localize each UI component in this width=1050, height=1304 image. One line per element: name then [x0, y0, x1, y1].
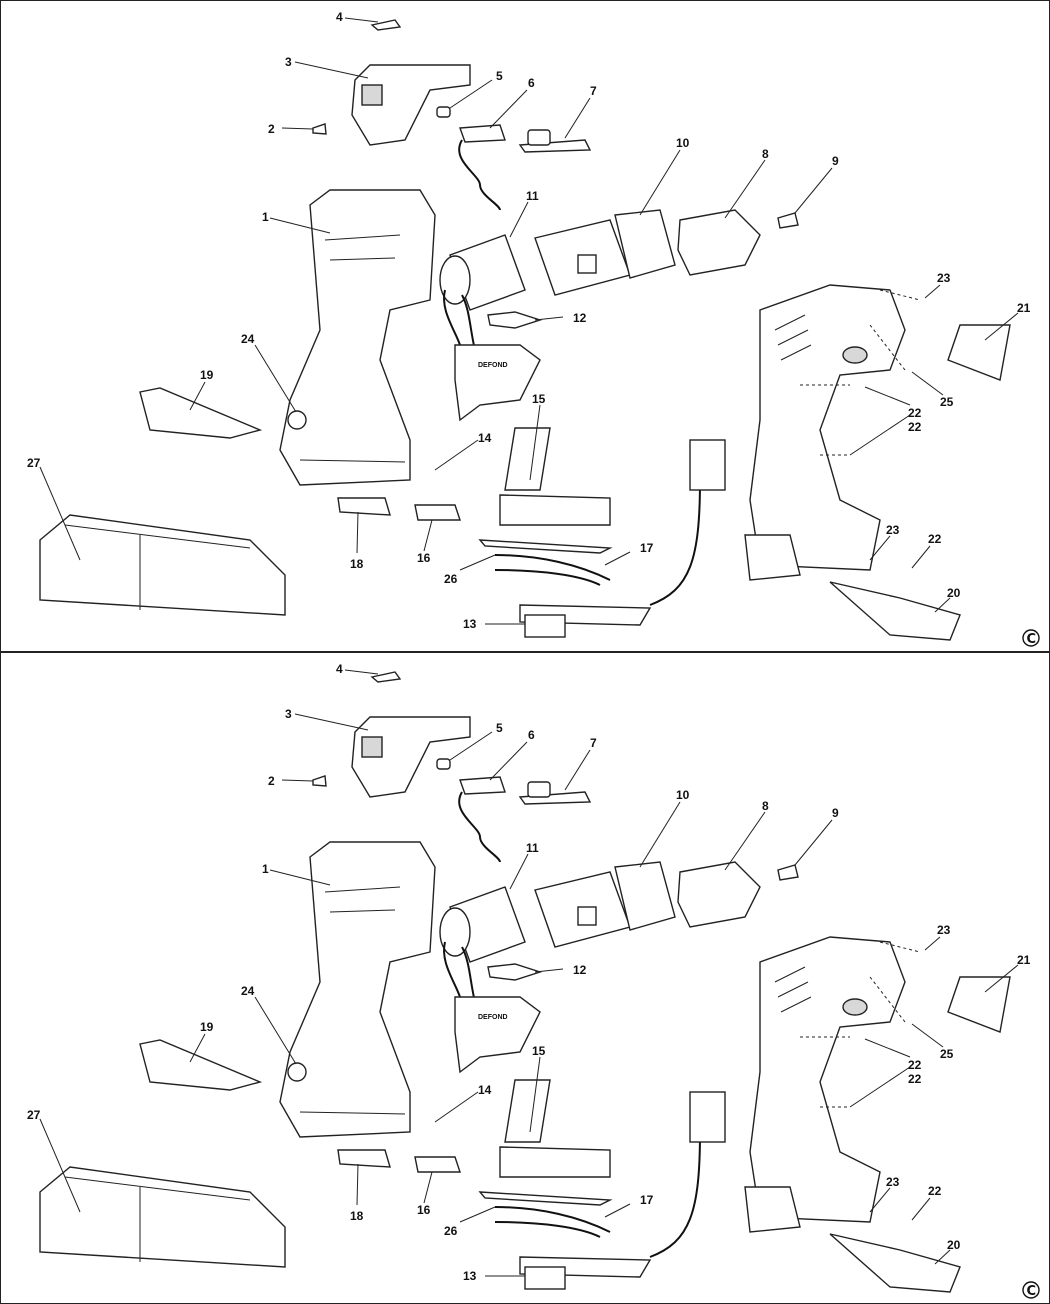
label-9: 9: [832, 154, 839, 168]
label-18: 18: [350, 1209, 364, 1223]
label-2: 2: [268, 122, 275, 136]
label-11: 11: [526, 841, 539, 855]
label-15: 15: [532, 1044, 546, 1058]
label-12: 12: [573, 963, 587, 977]
part-number-labels: 1 2 3 4 5 6 7 8 9 10 11 12 13 14 15 16 1…: [27, 662, 1031, 1283]
label-7: 7: [590, 736, 597, 750]
label-22: 22: [908, 1058, 922, 1072]
label-9: 9: [832, 806, 839, 820]
label-19: 19: [200, 1020, 214, 1034]
label-25: 25: [940, 395, 954, 409]
label-13: 13: [463, 1269, 477, 1283]
label-12: 12: [573, 311, 587, 325]
label-23-b: 23: [886, 1175, 900, 1189]
label-26: 26: [444, 1224, 458, 1238]
label-6: 6: [528, 728, 535, 742]
diagram-panel-top: DEFOND: [0, 0, 1050, 652]
label-27: 27: [27, 1108, 41, 1122]
label-20: 20: [947, 586, 961, 600]
label-21: 21: [1017, 301, 1031, 315]
part-number-labels: 1 2 3 4 5 6 7 8 9 10 11 12 13 14 15 16 1…: [27, 10, 1031, 631]
diagram-panel-bottom: DEFOND: [0, 652, 1050, 1304]
label-21: 21: [1017, 953, 1031, 967]
label-7: 7: [590, 84, 597, 98]
label-4: 4: [336, 662, 343, 676]
label-25: 25: [940, 1047, 954, 1061]
copyright-symbol: C: [1027, 632, 1037, 647]
label-leader-lines: [39, 669, 1019, 1277]
parts-drawing: DEFOND: [39, 19, 1011, 641]
label-16: 16: [417, 1203, 431, 1217]
brand-mark-top: DEFOND: [478, 362, 508, 369]
label-6: 6: [528, 76, 535, 90]
label-3: 3: [285, 707, 292, 721]
label-17: 17: [640, 1193, 654, 1207]
label-22-c: 22: [908, 420, 922, 434]
label-23: 23: [937, 923, 951, 937]
parts-drawing: DEFOND: [39, 671, 1011, 1293]
label-5: 5: [496, 721, 503, 735]
label-leader-lines: [39, 17, 1019, 625]
label-10: 10: [676, 136, 690, 150]
label-22-b: 22: [928, 532, 942, 546]
label-1: 1: [262, 862, 269, 876]
label-10: 10: [676, 788, 690, 802]
label-20: 20: [947, 1238, 961, 1252]
exploded-view-drawing: DEFOND: [0, 652, 1050, 1304]
label-3: 3: [285, 55, 292, 69]
label-4: 4: [336, 10, 343, 24]
label-8: 8: [762, 147, 769, 161]
label-23: 23: [937, 271, 951, 285]
brand-mark-bottom: DEFOND: [478, 1014, 508, 1021]
label-8: 8: [762, 799, 769, 813]
label-2: 2: [268, 774, 275, 788]
label-17: 17: [640, 541, 654, 555]
label-13: 13: [463, 617, 477, 631]
label-18: 18: [350, 557, 364, 571]
label-24: 24: [241, 984, 255, 998]
label-14: 14: [478, 431, 492, 445]
label-5: 5: [496, 69, 503, 83]
label-19: 19: [200, 368, 214, 382]
label-23-b: 23: [886, 523, 900, 537]
label-14: 14: [478, 1083, 492, 1097]
exploded-view-drawing: DEFOND: [0, 0, 1050, 652]
label-16: 16: [417, 551, 431, 565]
label-26: 26: [444, 572, 458, 586]
label-22-c: 22: [908, 1072, 922, 1086]
label-11: 11: [526, 189, 539, 203]
label-24: 24: [241, 332, 255, 346]
label-27: 27: [27, 456, 41, 470]
copyright-symbol: C: [1027, 1284, 1037, 1299]
label-22-b: 22: [928, 1184, 942, 1198]
label-15: 15: [532, 392, 546, 406]
label-1: 1: [262, 210, 269, 224]
label-22: 22: [908, 406, 922, 420]
